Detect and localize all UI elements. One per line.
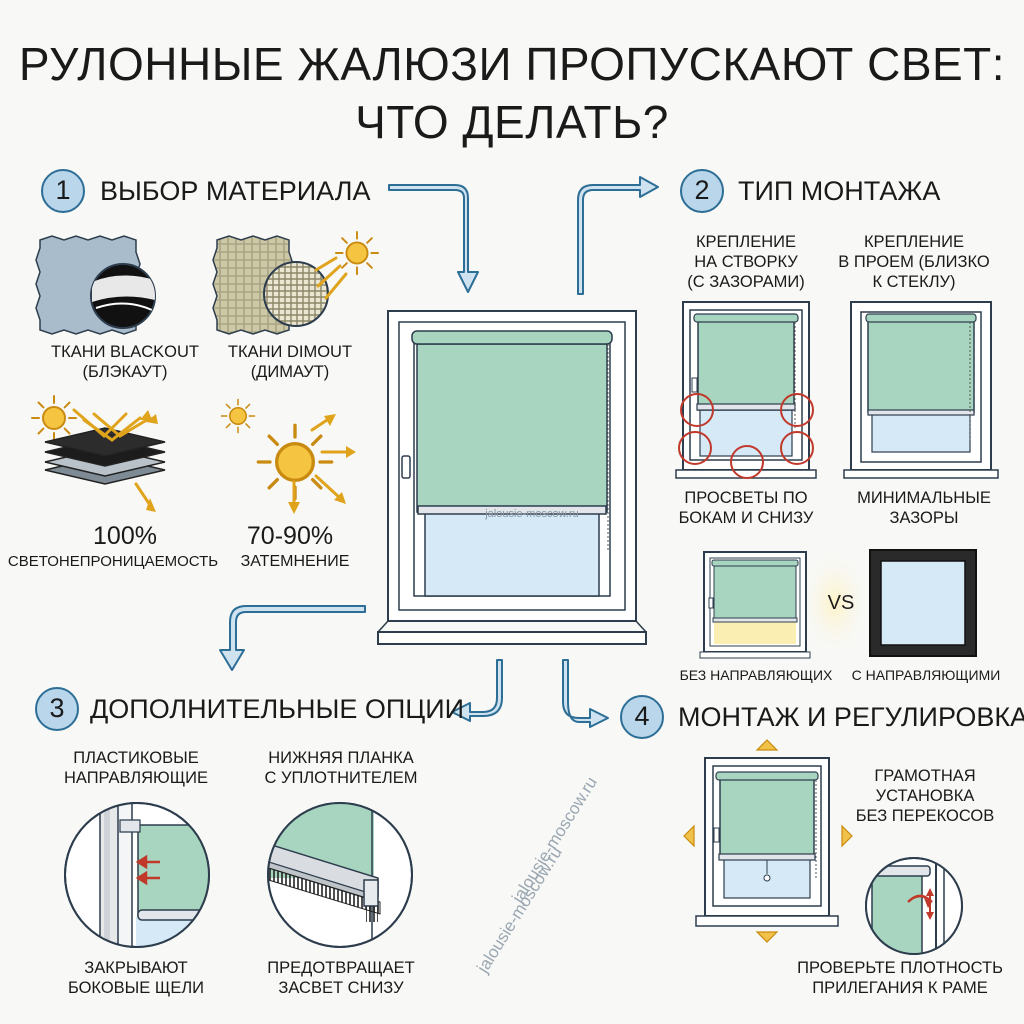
window-opening-mount — [843, 301, 999, 479]
section-3-title: ДОПОЛНИТЕЛЬНЫЕ ОПЦИИ — [90, 694, 465, 724]
plastic-guides-caption: ЗАКРЫВАЮТ БОКОВЫЕ ЩЕЛИ — [67, 959, 205, 997]
plastic-guides-detail — [64, 802, 210, 948]
arrow-1-to-window — [388, 184, 479, 293]
arrow-window-to-2 — [577, 176, 659, 295]
sun-icon — [220, 398, 256, 434]
window-sash-mount — [675, 301, 817, 479]
sash-mount-caption: ПРОСВЕТЫ ПО БОКАМ И СНИЗУ — [678, 489, 814, 527]
bottom-bar-seal-detail — [267, 802, 413, 948]
sash-mount-label: КРЕПЛЕНИЕ НА СТВОРКУ (С ЗАЗОРАМИ) — [687, 233, 805, 291]
installation-label: ГРАМОТНАЯ УСТАНОВКА БЕЗ ПЕРЕКОСОВ — [855, 767, 995, 825]
badge-2 — [680, 169, 724, 213]
gap-markers — [678, 393, 814, 479]
roller-blind — [416, 343, 608, 513]
opening-mount-label: КРЕПЛЕНИЕ В ПРОЕМ (БЛИЗКО К СТЕКЛУ) — [838, 233, 990, 291]
alignment-arrows — [683, 739, 853, 943]
blackout-value: 100% — [93, 522, 157, 550]
watermark-window: jalousie-moscow.ru — [485, 508, 579, 520]
arrow-window-to-3-options — [451, 659, 503, 722]
arrow-window-to-4 — [562, 659, 609, 728]
badge-4-number: 4 — [634, 701, 650, 731]
bottom-bar — [417, 505, 607, 515]
badge-1 — [41, 169, 85, 213]
blind-cassette — [411, 330, 613, 345]
main-title-line-1: РУЛОННЫЕ ЖАЛЮЗИ ПРОПУСКАЮТ СВЕТ: — [18, 38, 1006, 90]
opening-mount-caption: МИНИМАЛЬНЫЕ ЗАЗОРЫ — [857, 489, 991, 527]
bottom-bar-label: НИЖНЯЯ ПЛАНКА С УПЛОТНИТЕЛЕМ — [264, 749, 418, 787]
window-sill — [377, 631, 647, 645]
frame-fit-detail — [865, 857, 963, 955]
blackout-caption: СВЕТОНЕПРОНИЦАЕМОСТЬ — [7, 553, 219, 570]
blackout-fabric-swatch — [35, 235, 156, 335]
with-guides-label: С НАПРАВЛЯЮЩИМИ — [851, 667, 1001, 683]
section-1-title: ВЫБОР МАТЕРИАЛА — [100, 176, 371, 206]
bottom-bar-caption: ПРЕДОТВРАЩАЕТ ЗАСВЕТ СНИЗУ — [267, 959, 415, 997]
plastic-guides-label: ПЛАСТИКОВЫЕ НАПРАВЛЯЮЩИЕ — [63, 749, 209, 787]
badge-1-number: 1 — [55, 175, 71, 205]
dimout-light-illustration — [220, 398, 356, 514]
main-title-line-2: ЧТО ДЕЛАТЬ? — [355, 96, 669, 148]
guides-comparison — [699, 548, 977, 659]
dimout-fabric-swatch — [212, 230, 380, 335]
dimout-value: 70-90% — [246, 522, 334, 550]
section-2-title: ТИП МОНТАЖА — [738, 176, 941, 206]
central-window — [377, 310, 647, 645]
window-handle — [401, 455, 411, 479]
dimout-label: ТКАНИ DIMOUT (ДИМАУТ) — [227, 343, 353, 381]
section-4-title: МОНТАЖ И РЕГУЛИРОВКА — [678, 702, 1024, 732]
sun-icon — [31, 395, 77, 441]
without-guides-label: БЕЗ НАПРАВЛЯЮЩИХ — [679, 667, 833, 683]
arrow-window-to-3 — [219, 605, 366, 671]
badge-3-number: 3 — [49, 693, 65, 723]
flow-arrows — [219, 176, 659, 728]
blackout-label: ТКАНИ BLACKOUT (БЛЭКАУТ) — [51, 343, 199, 381]
badge-3 — [35, 687, 79, 731]
sun-icon — [334, 230, 380, 276]
blackout-layers-illustration — [31, 395, 166, 512]
frame-check-label: ПРОВЕРЬТЕ ПЛОТНОСТЬ ПРИЛЕГАНИЯ К РАМЕ — [797, 959, 1003, 997]
installation-window — [683, 739, 853, 943]
badge-4 — [620, 695, 664, 739]
vs-label: VS — [827, 592, 855, 614]
badge-2-number: 2 — [694, 175, 710, 205]
dimout-caption: ЗАТЕМНЕНИЕ — [240, 553, 350, 570]
